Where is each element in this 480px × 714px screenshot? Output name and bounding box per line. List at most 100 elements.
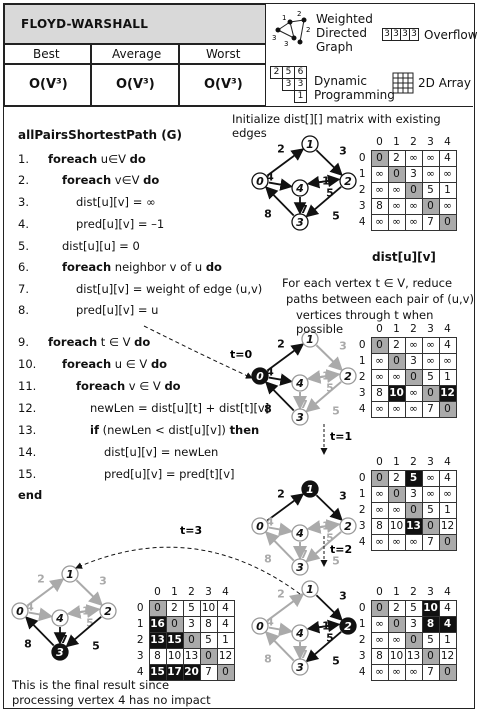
matrix-cell: 15 (148, 663, 167, 681)
matrix-cell: 0 (216, 663, 235, 681)
col-header: 4 (444, 585, 451, 598)
code-line: pred[u][v] = pred[t][v] (104, 467, 235, 481)
matrix-cell: 1 (438, 501, 457, 519)
edge-1-2 (315, 344, 343, 372)
matrix-cell: ∞ (387, 213, 406, 231)
array-2d-icon (392, 72, 414, 94)
vertex-1 (301, 135, 319, 153)
vertex-label: 4 (55, 612, 64, 625)
edge-weight: 4 (266, 366, 274, 379)
matrix-cell: ∞ (370, 485, 389, 503)
reduce-note-1: For each vertex t ∈ V, reduce (282, 276, 453, 290)
matrix-cell: 3 (404, 615, 423, 633)
average-value-cell: O(V³) (91, 64, 179, 106)
matrix-cell: 0 (370, 469, 389, 487)
edge-weight: 2 (277, 488, 285, 501)
algorithm-card: FLOYD-WARSHALL Best Average Worst O(V³) … (3, 3, 478, 709)
matrix-cell: 0 (404, 368, 423, 386)
matrix-cell: 0 (438, 400, 457, 418)
code-line: foreach u∈V do (48, 152, 146, 166)
vertex-label: 2 (104, 605, 112, 618)
edge-weight: 7 (300, 203, 308, 216)
vertex-2 (99, 602, 117, 620)
code-line: if (newLen < dist[u][v]) then (90, 423, 260, 437)
code-line: foreach neighbor v of u do (62, 260, 222, 274)
matrix-cell: ∞ (387, 181, 406, 199)
matrix-cell: 0 (421, 384, 440, 402)
matrix-cell: 7 (421, 400, 440, 418)
best-value-cell: O(V³) (4, 64, 91, 106)
mini-label: 1 (282, 14, 286, 22)
line-number: 4. (18, 217, 29, 231)
matrix-cell: 0 (421, 647, 440, 665)
matrix-cell: ∞ (387, 533, 406, 551)
line-number: 7. (18, 282, 29, 296)
line-number: 10. (18, 357, 37, 371)
col-header: 0 (376, 585, 383, 598)
weighted-graph-icon: 1 2 3 2 3 (272, 10, 310, 48)
edge-weight: 2 (277, 143, 285, 156)
vertex-label: 4 (295, 377, 304, 390)
average-value: O(V³) (116, 77, 155, 92)
vertex-4 (291, 374, 309, 392)
matrix-cell: 3 (182, 615, 201, 633)
edge-weight: 5 (326, 382, 334, 395)
edge-weight: 4 (26, 601, 34, 614)
matrix-cell: ∞ (370, 615, 389, 633)
matrix-cell: ∞ (370, 663, 389, 681)
edge-2-4 (66, 605, 99, 619)
code-line: foreach u ∈ V do (62, 357, 168, 371)
matrix-cell: ∞ (370, 181, 389, 199)
overflow-digit: 3 (410, 28, 419, 41)
edge-weight: 4 (266, 171, 274, 184)
edge-0-4 (28, 607, 54, 622)
matrix-cell: 0 (165, 615, 184, 633)
matrix-cell: 2 (387, 599, 406, 617)
edge-weight: 2 (277, 588, 285, 601)
edge-weight: 4 (266, 616, 274, 629)
matrix-cell: 12 (438, 384, 457, 402)
vertex-label: 4 (295, 627, 304, 640)
signature: allPairsShortestPath (G) (18, 128, 182, 142)
matrix-cell: 4 (438, 615, 457, 633)
vertex-2 (339, 172, 357, 190)
matrix-cell: ∞ (370, 352, 389, 370)
matrix-cell: 10 (387, 384, 406, 402)
row-header: 1 (358, 488, 366, 500)
col-header: 2 (188, 585, 195, 598)
corner (132, 584, 149, 600)
col-header: 4 (444, 455, 451, 468)
matrix-cell: 16 (148, 615, 167, 633)
overflow-label: Overflow (424, 28, 478, 42)
matrix-cell: 0 (182, 631, 201, 649)
vertex-0 (251, 517, 269, 535)
edge-weight: 7 (300, 398, 308, 411)
vertex-3 (291, 408, 309, 426)
mini-label: 3 (284, 40, 288, 48)
matrix-cell: 1 (216, 631, 235, 649)
matrix-cell: ∞ (370, 501, 389, 519)
edge-weight: 3 (99, 575, 107, 588)
edge-1-2 (75, 579, 103, 607)
edge-weight: 8 (264, 553, 272, 566)
row-header: 2 (136, 634, 144, 646)
row-header: 0 (358, 152, 366, 164)
col-header: 2 (410, 585, 417, 598)
edge-2-4 (306, 175, 339, 189)
final-note-2: processing vertex 4 has no impact (12, 693, 211, 707)
line-number: 13. (18, 423, 37, 437)
matrix-cell: ∞ (421, 352, 440, 370)
edge-weight: 5 (332, 210, 340, 223)
vertex-label: 3 (56, 646, 64, 659)
matrix-cell: 0 (387, 352, 406, 370)
edge-weight: 7 (60, 633, 68, 646)
best-label: Best (33, 47, 60, 61)
col-header: 4 (444, 135, 451, 148)
matrix-cell: 12 (438, 647, 457, 665)
vertex-label: 1 (306, 333, 314, 346)
line-number: 14. (18, 445, 37, 459)
vertex-label: 0 (256, 370, 264, 383)
edge-1-2 (315, 494, 343, 521)
matrix-caption: dist[u][v] (372, 250, 436, 264)
